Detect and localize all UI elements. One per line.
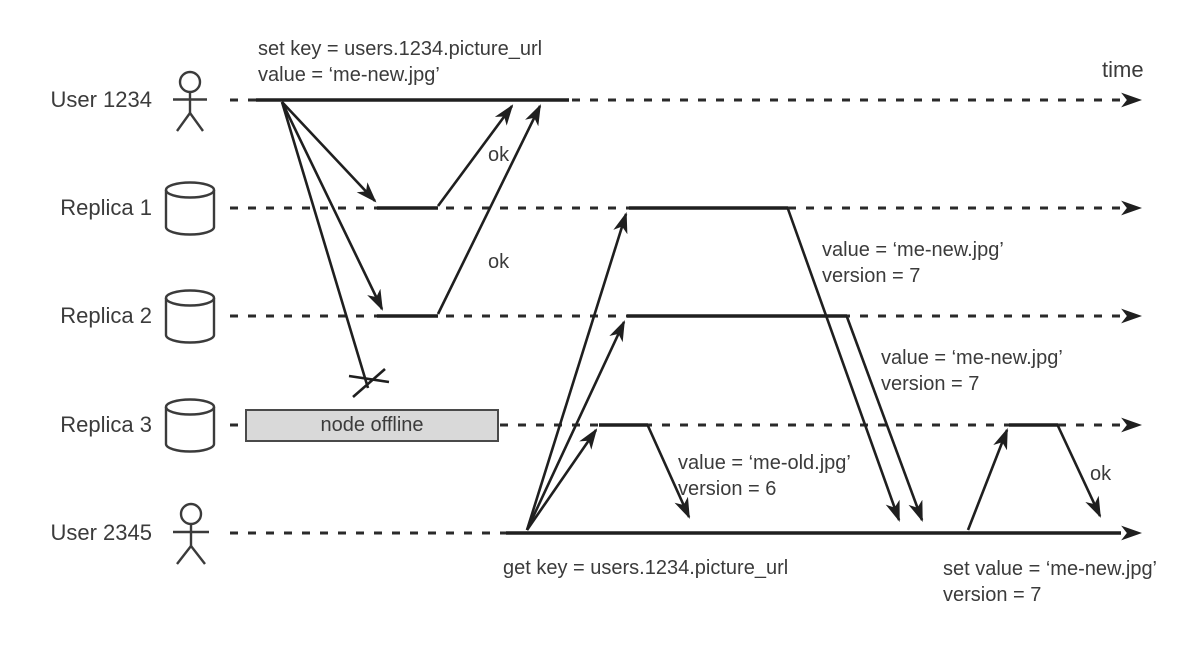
database-icon <box>164 181 216 236</box>
arrow-write-to-replica2 <box>280 101 384 311</box>
person-icon <box>173 502 209 565</box>
person-icon <box>173 70 207 132</box>
failed-cross-stroke-1 <box>348 374 390 384</box>
arrow-response-replica1 <box>786 208 901 522</box>
read-r2-line1: value = ‘me-new.jpg’ <box>881 347 1063 369</box>
read-r3-line1: value = ‘me-old.jpg’ <box>678 452 851 474</box>
ok-label-replica2: ok <box>488 251 510 273</box>
get-request-annotation: get key = users.1234.picture_url <box>503 557 789 579</box>
actor-label-user-1234: User 1234 <box>50 87 152 112</box>
read-response-replica2-annotation: value = ‘me-new.jpg’ version = 7 <box>881 345 1063 397</box>
read-r3-line2: version = 6 <box>678 478 777 500</box>
actor-label-replica-1: Replica 1 <box>60 195 152 220</box>
set-request-line2: version = 7 <box>943 584 1042 606</box>
set-request-annotation: set value = ‘me-new.jpg’ version = 7 <box>943 556 1157 608</box>
read-r1-line2: version = 7 <box>822 265 921 287</box>
read-r2-line2: version = 7 <box>881 373 980 395</box>
read-response-replica3-annotation: value = ‘me-old.jpg’ version = 6 <box>678 450 851 502</box>
arrow-ok-from-replica1 <box>436 104 514 207</box>
failed-cross-stroke-2 <box>352 368 386 398</box>
read-r1-line1: value = ‘me-new.jpg’ <box>822 239 1004 261</box>
node-offline-box: node offline <box>245 409 499 442</box>
database-icon <box>164 289 216 344</box>
actor-label-replica-2: Replica 2 <box>60 303 152 328</box>
arrow-write-to-replica1 <box>281 101 377 203</box>
arrow-get-to-replica3 <box>525 428 598 531</box>
arrow-ok-set-from-replica3 <box>1056 425 1102 518</box>
arrow-write-to-replica3-failed <box>280 101 370 389</box>
write-request-line1: set key = users.1234.picture_url <box>258 38 543 60</box>
arrow-get-to-replica1 <box>525 211 628 531</box>
write-request-line2: value = ‘me-new.jpg’ <box>258 64 440 86</box>
actor-label-replica-3: Replica 3 <box>60 412 152 437</box>
ok-label-set: ok <box>1090 463 1112 485</box>
arrow-response-replica3 <box>646 425 691 519</box>
time-axis-label: time <box>1102 57 1144 82</box>
set-request-line1: set value = ‘me-new.jpg’ <box>943 558 1158 580</box>
database-icon <box>164 398 216 453</box>
arrow-response-replica2 <box>845 316 924 522</box>
arrow-get-to-replica2 <box>525 320 626 531</box>
arrow-ok-from-replica2 <box>436 104 542 315</box>
read-response-replica1-annotation: value = ‘me-new.jpg’ version = 7 <box>822 237 1004 289</box>
write-request-annotation: set key = users.1234.picture_url value =… <box>258 36 542 88</box>
actor-label-user-2345: User 2345 <box>50 520 152 545</box>
node-offline-label: node offline <box>320 414 424 436</box>
ok-label-replica1: ok <box>488 144 510 166</box>
arrow-set-to-replica3 <box>966 428 1009 531</box>
